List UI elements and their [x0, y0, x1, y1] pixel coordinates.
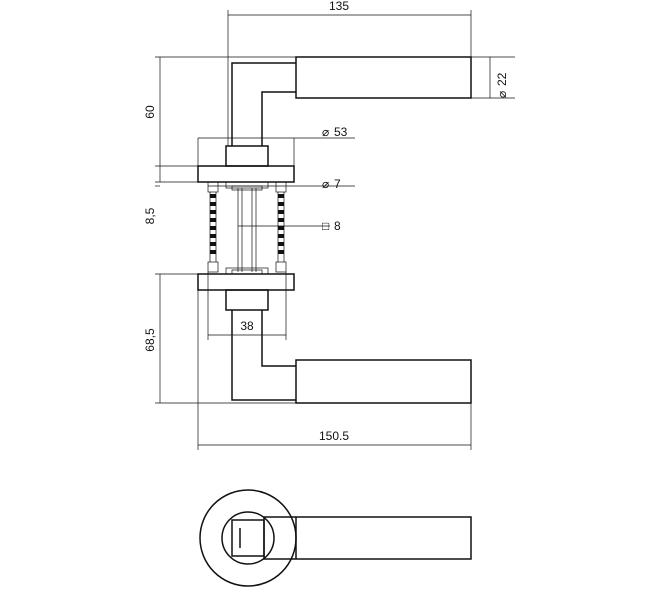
bottom-lever-handle: [231, 310, 472, 404]
dim-diameter-7-symbol: ⌀: [322, 177, 329, 191]
dim-diameter-22: ⌀ 22: [495, 72, 509, 98]
dim-diameter-22-label: 22: [495, 72, 509, 86]
top-rosette: [197, 145, 295, 189]
front-view: [199, 489, 472, 587]
top-lever-handle: [231, 56, 472, 146]
dim-square-8-symbol: □: [322, 219, 329, 233]
left-bolt: [207, 181, 219, 273]
dim-diameter-53-label: 53: [334, 125, 348, 139]
dim-diameter-53-symbol: ⌀: [322, 125, 329, 139]
dim-38-label: 38: [240, 319, 254, 333]
bottom-rosette: [197, 267, 295, 311]
dim-150-5-label: 150.5: [319, 429, 349, 443]
dim-135-label: 135: [329, 0, 349, 13]
dim-square-8-label: 8: [334, 219, 341, 233]
dim-diameter-7-label: 7: [334, 177, 341, 191]
dim-diameter-22-symbol: ⌀: [495, 91, 509, 98]
dim-60-label: 60: [143, 105, 157, 119]
dim-8-5-label: 8,5: [143, 207, 157, 224]
dim-68-5-label: 68,5: [143, 328, 157, 352]
right-bolt: [275, 181, 287, 273]
spindle-and-bolts: [207, 181, 287, 275]
dimension-lines: [155, 10, 515, 450]
